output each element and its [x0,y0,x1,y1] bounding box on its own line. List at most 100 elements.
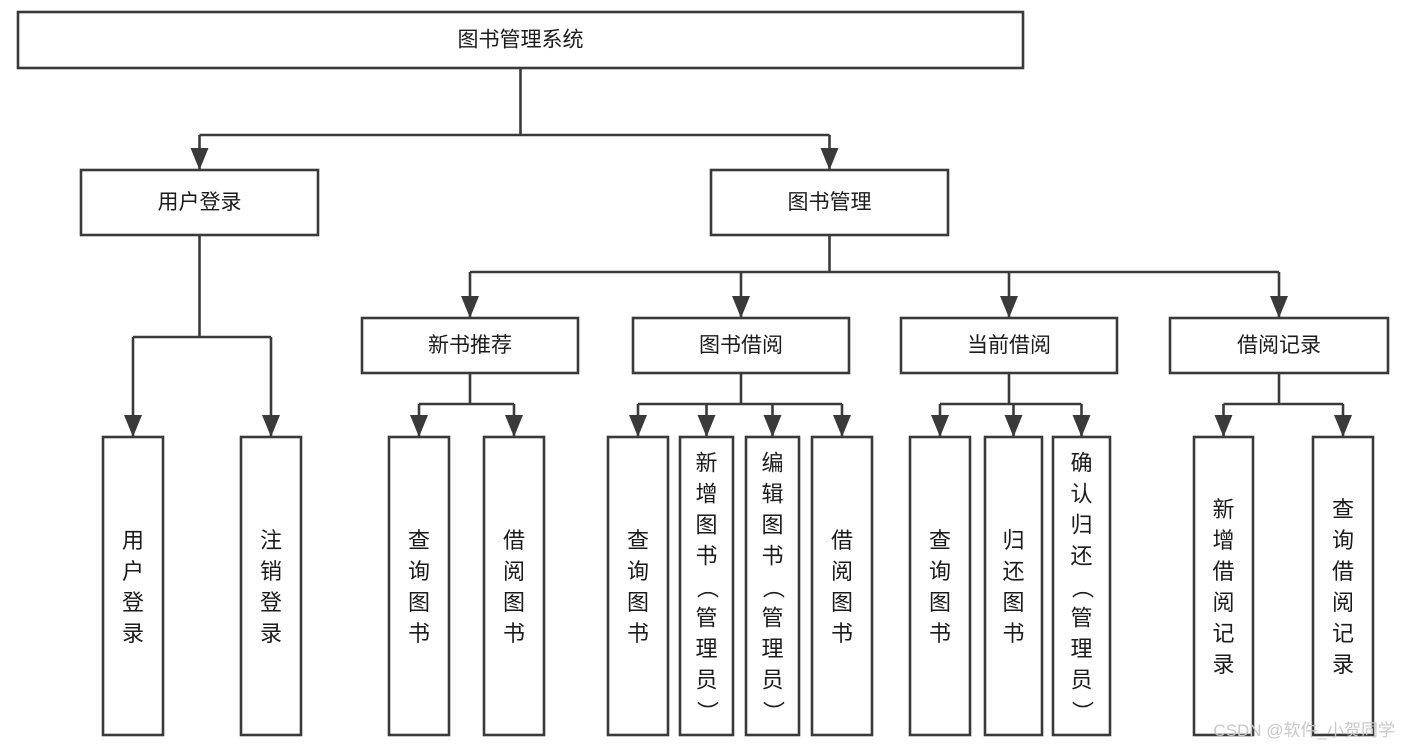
node-box-borrow-record [1168,316,1390,375]
node-label-leaf-add-book-char-2: 图 [695,513,717,538]
node-current-borrow[interactable]: 当前借阅 [899,316,1119,375]
node-label-leaf-add-borrow-record-char-3: 阅 [1212,590,1234,615]
node-book-manage[interactable]: 图书管理 [709,168,950,237]
node-label-leaf-edit-book-char-2: 图 [761,513,783,538]
node-box-leaf-query-book-current [908,435,972,737]
arrowhead-record-to-leaves-0 [1214,415,1233,437]
node-label-leaf-add-book-char-5: 管 [695,606,717,631]
node-label-leaf-logout-char-3: 录 [260,621,282,646]
arrowhead-recommend-to-leaves-0 [410,415,428,437]
arrowhead-current-to-leaves-0 [931,415,949,437]
node-label-leaf-query-book-recommend-char-1: 询 [408,559,430,584]
node-label-borrow-record: 借阅记录 [1237,334,1321,357]
node-label-user-login: 用户登录 [158,191,242,214]
node-box-leaf-query-book-recommend [387,435,451,737]
node-label-leaf-user-login-char-3: 录 [122,621,144,646]
node-label-leaf-edit-book-char-0: 编 [761,451,783,476]
node-label-leaf-logout-char-1: 销 [260,559,282,584]
node-label-leaf-user-login-char-0: 用 [122,528,144,553]
arrowhead-root-to-level1-0 [190,148,209,170]
node-box-leaf-user-login [101,435,165,737]
node-label-leaf-add-borrow-record-char-4: 记 [1212,621,1234,646]
node-layer: 图书管理系统用户登录图书管理新书推荐图书借阅当前借阅借阅记录用户登录注销登录查询… [16,10,1390,737]
node-leaf-user-login[interactable]: 用户登录 [101,435,165,737]
node-label-leaf-add-borrow-record-char-0: 新 [1212,497,1234,522]
node-label-leaf-confirm-return-char-5: 管 [1070,606,1092,631]
node-label-leaf-edit-book-char-6: 理 [761,637,783,662]
arrowhead-userlogin-to-leaves-0 [124,415,142,437]
node-label-leaf-user-login-char-1: 户 [122,559,144,584]
node-box-leaf-return-book [983,435,1044,737]
node-label-leaf-query-book-borrow-char-0: 查 [627,528,649,553]
node-borrow-record[interactable]: 借阅记录 [1168,316,1390,375]
node-label-leaf-edit-book-char-1: 辑 [761,482,783,507]
arrowhead-record-to-leaves-1 [1334,415,1352,437]
node-box-leaf-borrow-book [810,435,874,737]
node-root[interactable]: 图书管理系统 [16,10,1025,70]
connector-layer [124,68,1352,437]
node-box-current-borrow [899,316,1119,375]
node-label-leaf-logout-char-2: 登 [260,590,282,615]
node-label-leaf-edit-book-char-5: 管 [761,606,783,631]
node-label-leaf-return-book-char-1: 还 [1002,559,1024,584]
node-label-leaf-query-book-borrow-char-2: 图 [627,590,649,615]
node-box-leaf-query-book-borrow [606,435,670,737]
node-label-leaf-query-book-recommend-char-0: 查 [408,528,430,553]
arrowhead-current-to-leaves-2 [1072,415,1091,437]
node-label-leaf-confirm-return-char-1: 认 [1070,482,1092,507]
node-box-leaf-add-book [678,435,735,737]
watermark-label: CSDN @软件_小贺同学 [1213,721,1395,740]
arrowhead-bookmanage-to-level2-1 [732,296,750,318]
node-box-leaf-confirm-return [1051,435,1112,737]
node-user-login[interactable]: 用户登录 [79,168,320,237]
node-label-leaf-add-book-char-6: 理 [695,637,717,662]
node-label-leaf-confirm-return-char-3: 还 [1070,544,1092,569]
node-label-leaf-borrow-book-recommend-char-0: 借 [503,528,525,553]
node-label-leaf-add-borrow-record-char-1: 增 [1212,528,1234,553]
node-label-current-borrow: 当前借阅 [967,334,1051,357]
arrowhead-borrow-to-leaves-0 [629,415,647,437]
node-label-leaf-borrow-book-recommend-char-1: 阅 [503,559,525,584]
node-label-leaf-add-borrow-record-char-2: 借 [1212,559,1234,584]
node-box-leaf-add-borrow-record [1192,435,1255,737]
node-book-borrow[interactable]: 图书借阅 [631,316,851,375]
node-box-leaf-borrow-book-recommend [482,435,546,737]
node-label-leaf-query-book-borrow-char-3: 书 [627,621,649,646]
node-label-leaf-query-book-recommend-char-2: 图 [408,590,430,615]
node-label-leaf-borrow-book-char-1: 阅 [831,559,853,584]
node-label-leaf-query-book-recommend-char-3: 书 [408,621,430,646]
node-label-root: 图书管理系统 [458,29,584,52]
node-label-leaf-query-borrow-record-char-4: 记 [1332,621,1354,646]
arrowhead-borrow-to-leaves-3 [833,415,851,437]
node-label-leaf-query-borrow-record-char-1: 询 [1332,528,1354,553]
node-label-leaf-query-borrow-record-char-0: 查 [1332,497,1354,522]
node-label-leaf-confirm-return-char-4: （ [1070,577,1095,599]
node-label-leaf-borrow-book-recommend-char-2: 图 [503,590,525,615]
arrowhead-current-to-leaves-1 [1004,415,1023,437]
node-label-leaf-query-book-current-char-1: 询 [929,559,951,584]
node-label-leaf-query-borrow-record-char-3: 阅 [1332,590,1354,615]
node-box-root [16,10,1025,70]
node-label-leaf-logout-char-0: 注 [260,528,282,553]
node-label-leaf-add-book-char-0: 新 [695,451,717,476]
node-label-leaf-query-book-current-char-3: 书 [929,621,951,646]
node-label-leaf-return-book-char-3: 书 [1002,621,1024,646]
arrowhead-recommend-to-leaves-1 [505,415,523,437]
node-label-leaf-edit-book-char-7: 员 [761,668,783,693]
node-new-book-recommend[interactable]: 新书推荐 [360,316,580,375]
node-label-leaf-add-book-char-7: 员 [695,668,717,693]
